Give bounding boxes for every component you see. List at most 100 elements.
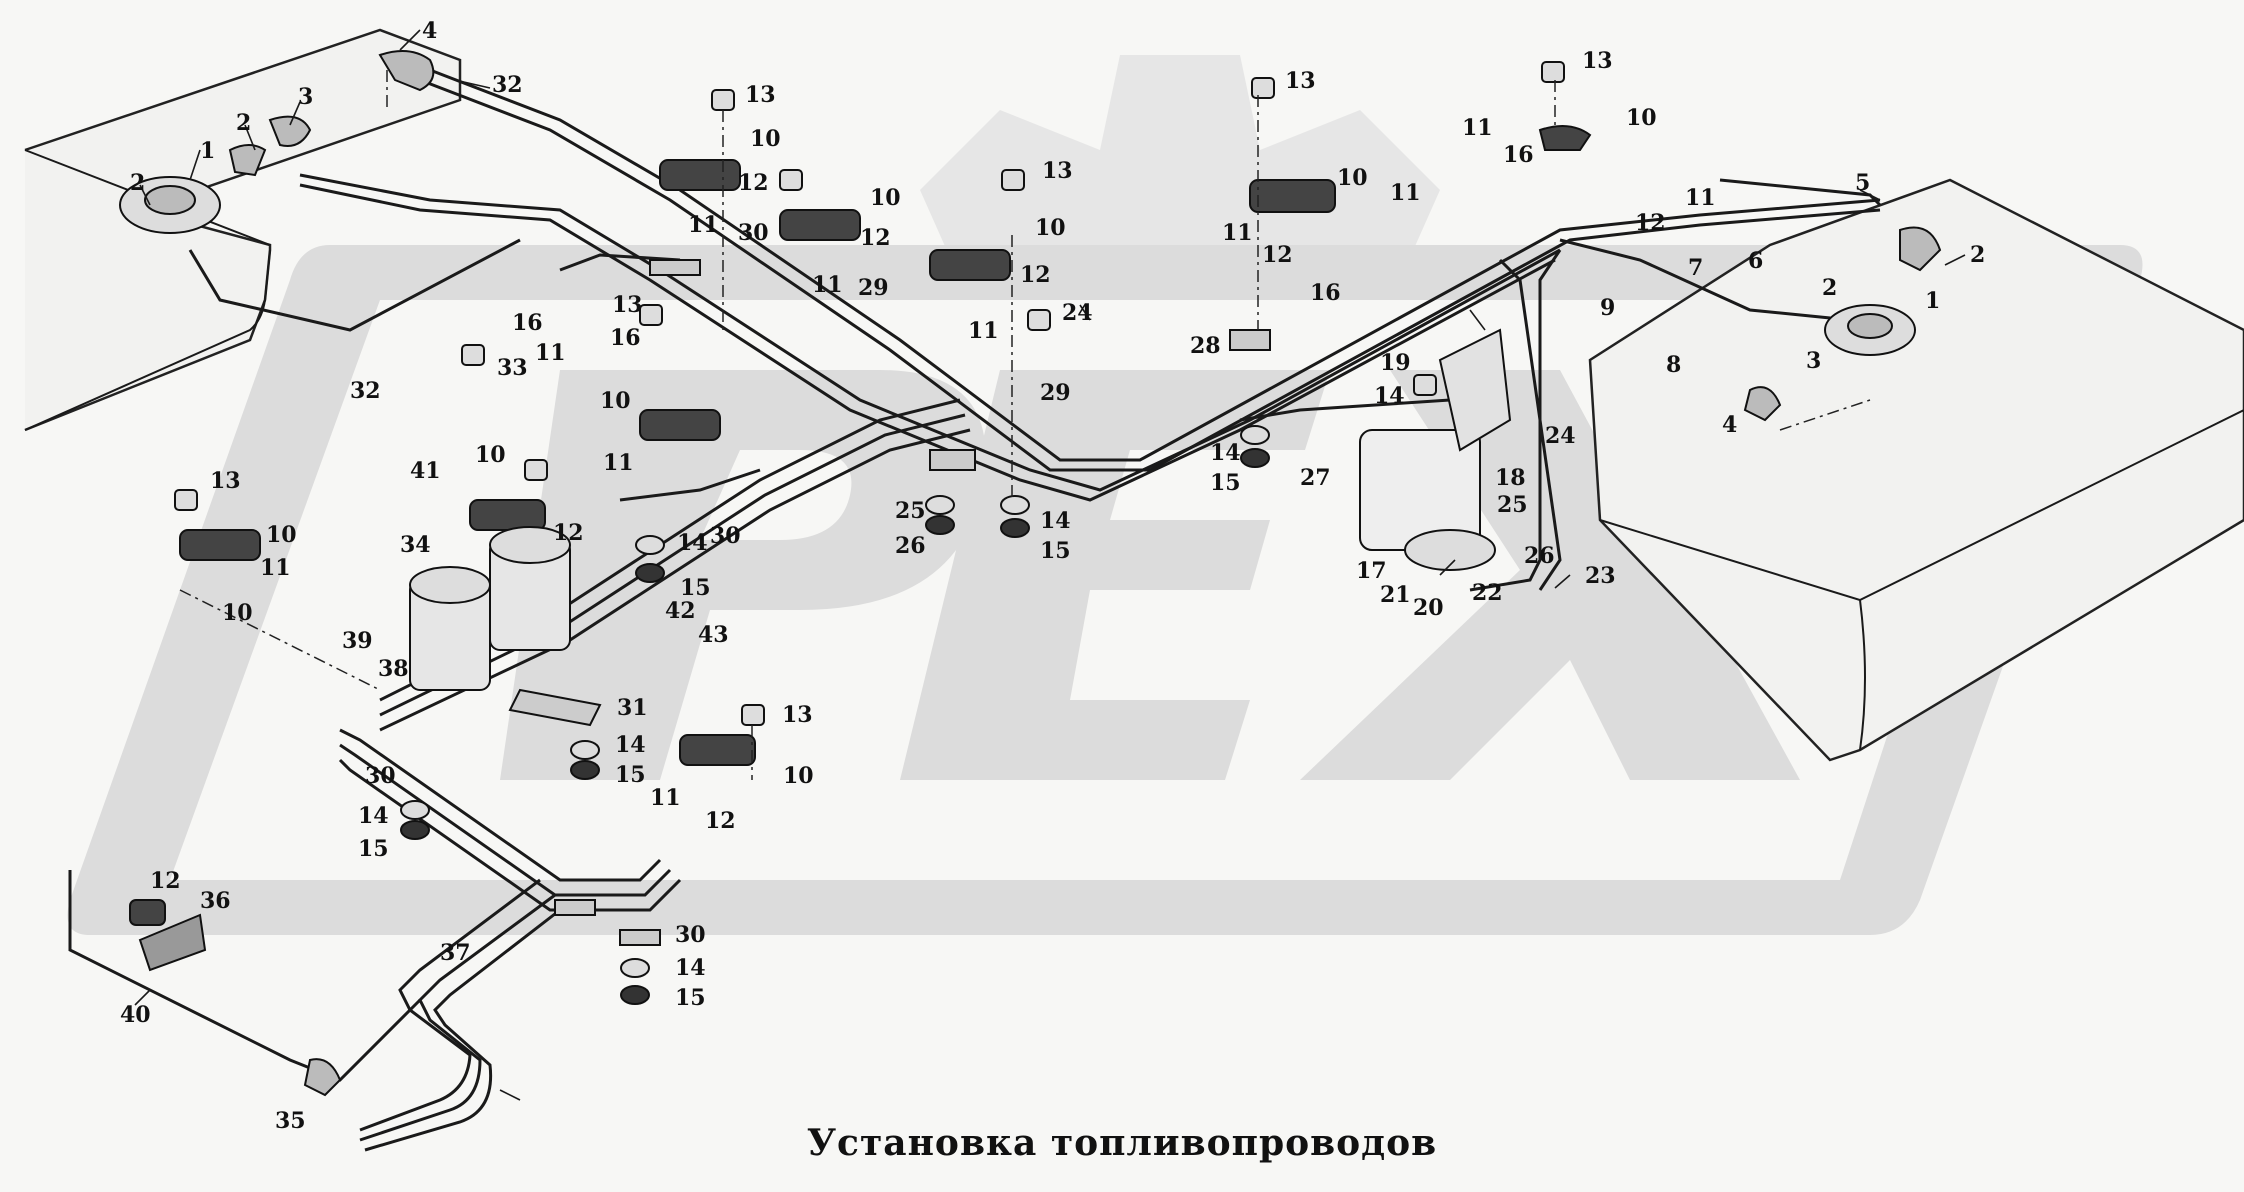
part-label-15: 15 <box>675 985 706 1011</box>
right-fuel-tank <box>1588 178 2244 762</box>
part-label-13: 13 <box>1285 68 1316 94</box>
part-label-5: 5 <box>1855 170 1870 196</box>
part-label-15: 15 <box>615 762 646 788</box>
part-label-8: 8 <box>1666 352 1681 378</box>
part-label-26: 26 <box>895 533 926 559</box>
part-label-37: 37 <box>440 940 471 966</box>
part-label-14: 14 <box>677 530 708 556</box>
components <box>119 50 1942 1097</box>
part-label-29: 29 <box>1040 380 1071 406</box>
part-label-30: 30 <box>710 523 741 549</box>
part-label-10: 10 <box>870 185 901 211</box>
part-label-2: 2 <box>130 170 145 196</box>
part-label-11: 11 <box>968 318 999 344</box>
part-label-10: 10 <box>750 126 781 152</box>
part-label-2: 2 <box>236 110 251 136</box>
part-label-12: 12 <box>705 808 736 834</box>
part-label-22: 22 <box>1472 580 1503 606</box>
part-label-3: 3 <box>1806 348 1821 374</box>
part-label-30: 30 <box>365 763 396 789</box>
part-label-13: 13 <box>210 468 241 494</box>
part-label-29: 29 <box>858 275 889 301</box>
part-label-10: 10 <box>475 442 506 468</box>
part-label-11: 11 <box>603 450 634 476</box>
part-label-34: 34 <box>400 532 431 558</box>
leader-lines <box>134 29 1966 1101</box>
part-label-16: 16 <box>610 325 641 351</box>
part-label-26: 26 <box>1524 543 1555 569</box>
part-label-39: 39 <box>342 628 373 654</box>
part-label-13: 13 <box>612 292 643 318</box>
part-label-11: 11 <box>812 272 843 298</box>
part-label-2: 2 <box>1970 242 1985 268</box>
part-label-7: 7 <box>1688 255 1703 281</box>
part-label-11: 11 <box>1390 180 1421 206</box>
part-label-4: 4 <box>1722 412 1737 438</box>
part-label-28: 28 <box>1190 333 1221 359</box>
part-label-15: 15 <box>358 836 389 862</box>
part-label-10: 10 <box>222 600 253 626</box>
part-labels: 1 2 3 4 2 32 13 10 12 11 30 10 12 11 13 … <box>120 18 1985 1134</box>
part-label-1: 1 <box>1925 288 1940 314</box>
part-label-13: 13 <box>782 702 813 728</box>
watermark-letter-e <box>900 370 1330 780</box>
part-label-43: 43 <box>698 622 729 648</box>
part-label-21: 21 <box>1380 582 1411 608</box>
part-label-15: 15 <box>1040 538 1071 564</box>
part-label-32: 32 <box>492 72 523 98</box>
part-label-35: 35 <box>275 1108 306 1134</box>
part-label-4: 4 <box>422 18 437 44</box>
part-label-25: 25 <box>1497 492 1528 518</box>
part-label-42: 42 <box>665 598 696 624</box>
part-label-33: 33 <box>497 355 528 381</box>
part-label-12: 12 <box>553 520 584 546</box>
part-label-41: 41 <box>410 458 441 484</box>
part-label-13: 13 <box>1042 158 1073 184</box>
part-label-9: 9 <box>1600 295 1615 321</box>
part-label-14: 14 <box>1374 383 1405 409</box>
part-label-38: 38 <box>378 656 409 682</box>
part-label-6: 6 <box>1748 248 1763 274</box>
part-label-27: 27 <box>1300 465 1331 491</box>
part-label-36: 36 <box>200 888 231 914</box>
part-label-19: 19 <box>1380 350 1411 376</box>
part-label-12: 12 <box>1262 242 1293 268</box>
part-label-24: 24 <box>1545 423 1576 449</box>
part-label-11: 11 <box>688 212 719 238</box>
part-label-11: 11 <box>1222 220 1253 246</box>
part-label-18: 18 <box>1495 465 1526 491</box>
part-label-13: 13 <box>1582 48 1613 74</box>
part-label-24: 24 <box>1062 300 1093 326</box>
part-label-15: 15 <box>680 575 711 601</box>
part-label-11: 11 <box>260 555 291 581</box>
part-label-12: 12 <box>860 225 891 251</box>
part-label-15: 15 <box>1210 470 1241 496</box>
part-label-12: 12 <box>150 868 181 894</box>
part-label-2: 2 <box>1822 275 1837 301</box>
part-label-20: 20 <box>1413 595 1444 621</box>
part-label-11: 11 <box>1685 185 1716 211</box>
part-label-11: 11 <box>535 340 566 366</box>
part-label-25: 25 <box>895 498 926 524</box>
left-fuel-tank <box>24 28 462 432</box>
part-label-1: 1 <box>200 138 215 164</box>
part-label-31: 31 <box>617 695 648 721</box>
part-label-17: 17 <box>1356 558 1387 584</box>
part-label-12: 12 <box>1635 210 1666 236</box>
part-label-10: 10 <box>1626 105 1657 131</box>
part-label-10: 10 <box>783 763 814 789</box>
diagram-caption: Установка топливопроводов <box>806 1122 1438 1164</box>
part-label-11: 11 <box>650 785 681 811</box>
part-label-3: 3 <box>298 84 313 110</box>
part-label-10: 10 <box>1035 215 1066 241</box>
part-label-32: 32 <box>350 378 381 404</box>
part-label-30: 30 <box>675 922 706 948</box>
part-label-10: 10 <box>600 388 631 414</box>
part-label-14: 14 <box>1210 440 1241 466</box>
part-label-14: 14 <box>675 955 706 981</box>
part-label-12: 12 <box>738 170 769 196</box>
part-label-12: 12 <box>1020 262 1051 288</box>
part-label-16: 16 <box>1503 142 1534 168</box>
part-label-10: 10 <box>1337 165 1368 191</box>
center-lines <box>179 70 1871 780</box>
